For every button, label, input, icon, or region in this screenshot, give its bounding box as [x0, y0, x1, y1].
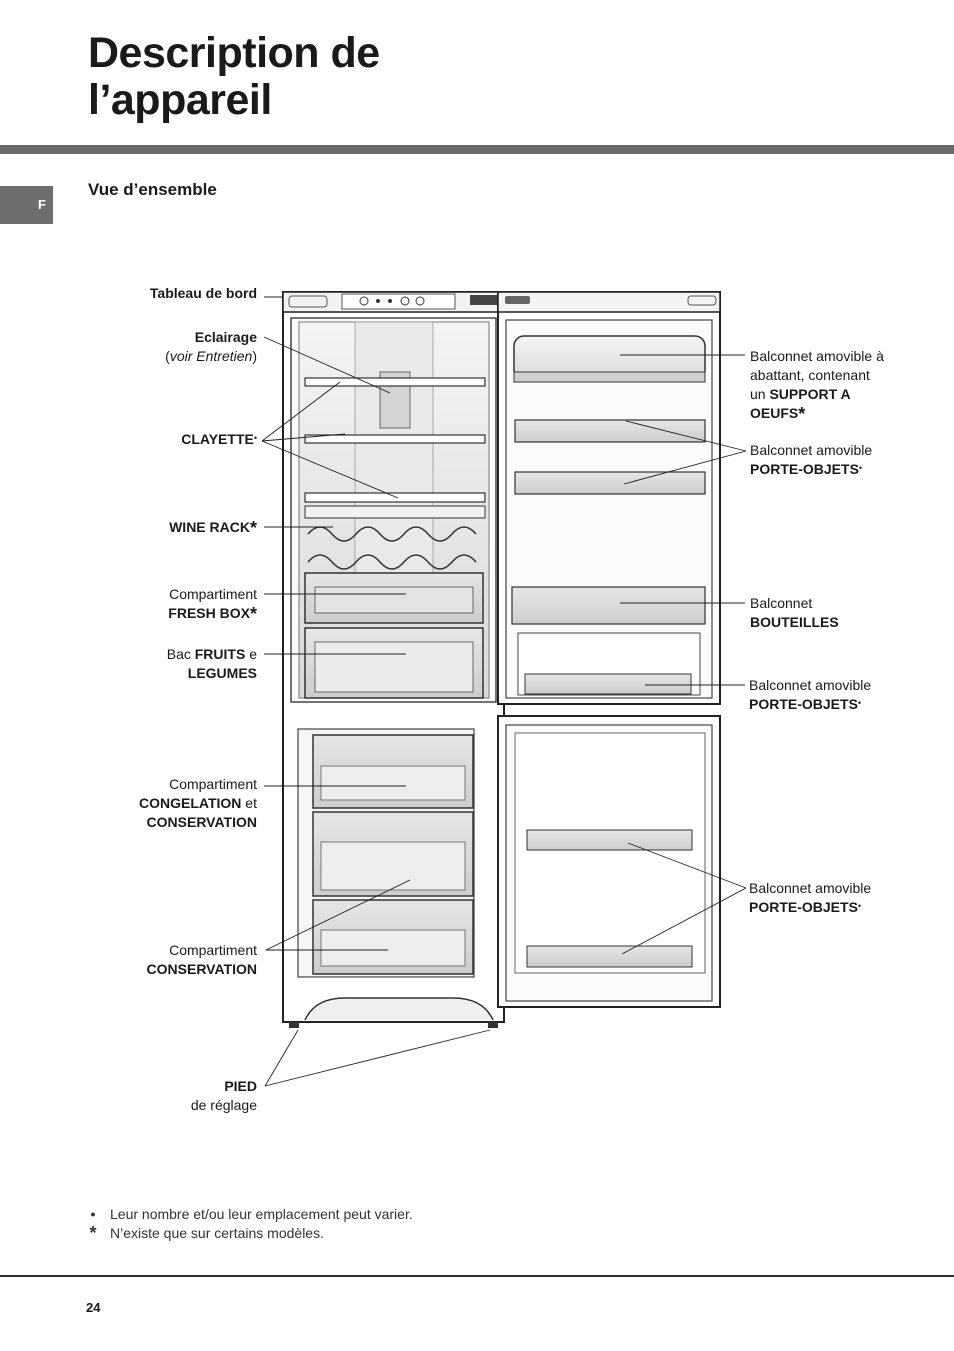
shelf-3 [304, 492, 486, 503]
page-title-line-2: l’appareil [88, 76, 272, 124]
label-bouteilles: Balconnet BOUTEILLES [750, 595, 839, 630]
page-title-line-1: Description de [88, 29, 380, 77]
foot-right [488, 1022, 498, 1028]
label-porte-objets-2: Balconnet amovible PORTE-OBJETS• [749, 677, 872, 712]
label-fruits-legumes: Bac FRUITS e LEGUMES [166, 646, 257, 681]
freezer-door-balcony-1 [526, 829, 693, 851]
bottom-grille [304, 997, 494, 1021]
label-clayette: CLAYETTE• [181, 431, 257, 447]
door-upper [497, 291, 721, 705]
footnote-star: * N’existe que sur certains modèles. [89, 1223, 324, 1243]
label-pied: PIED de réglage [190, 1078, 257, 1113]
label-eclairage: Eclairage (voir Entretien) [165, 329, 257, 364]
label-support-oeufs: Balconnet amovible à abattant, contenant… [750, 348, 884, 424]
foot-left [289, 1022, 299, 1028]
page-title: Description de l’appareil [88, 30, 380, 124]
label-congelation: Compartiment CONGELATION et CONSERVATION [139, 776, 257, 830]
door-balcony-2 [514, 471, 706, 495]
footnotes: • Leur nombre et/ou leur emplacement peu… [88, 1205, 413, 1243]
leader-lines [261, 296, 747, 1087]
language-tab: F [0, 186, 53, 224]
shelf-1 [304, 377, 486, 387]
footer-divider [0, 1275, 954, 1277]
shelf-2 [304, 434, 486, 444]
cabinet [282, 291, 505, 1028]
header-divider [0, 145, 954, 154]
freezer-door-balcony-2 [526, 945, 693, 968]
door-balcony-3 [524, 673, 692, 695]
label-fresh-box: Compartiment FRESH BOX* [168, 586, 257, 624]
label-wine-rack: WINE RACK* [169, 518, 257, 538]
door-lower [497, 715, 721, 1008]
footnote-bullet: • Leur nombre et/ou leur emplacement peu… [90, 1206, 413, 1222]
door-balcony-1 [514, 419, 706, 443]
label-conservation: Compartiment CONSERVATION [146, 942, 257, 977]
wine-rack [307, 526, 477, 542]
language-tab-label: F [38, 197, 46, 212]
label-tableau-de-bord: Tableau de bord [149, 285, 257, 301]
bottle-balcony [511, 586, 706, 625]
section-title: Vue d’ensemble [88, 180, 217, 199]
label-porte-objets-3: Balconnet amovible PORTE-OBJETS• [749, 880, 872, 915]
page-number: 24 [86, 1300, 101, 1315]
label-porte-objets-1: Balconnet amovible PORTE-OBJETS• [750, 442, 873, 477]
